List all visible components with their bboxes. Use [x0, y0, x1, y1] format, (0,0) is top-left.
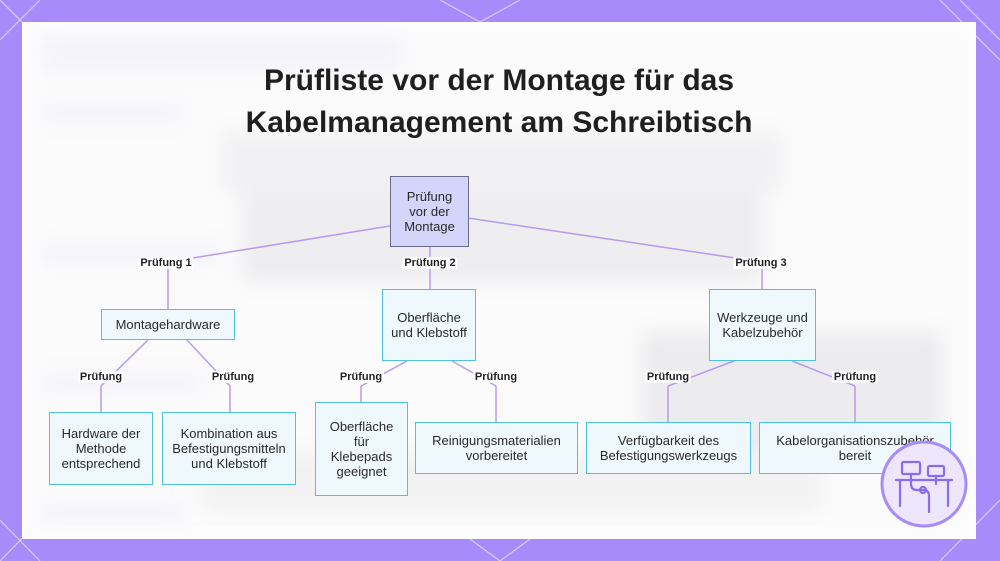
node-tl-tools-label: Verfügbarkeit des Befestigungswerkzeugs [599, 433, 738, 463]
node-root[interactable]: Prüfung vor der Montage [390, 176, 469, 247]
desk-cable-logo-icon [880, 440, 968, 528]
node-hardware[interactable]: Montagehardware [101, 309, 235, 340]
edge-label-tl-tools: Prüfung [644, 371, 692, 383]
node-tools[interactable]: Werkzeuge und Kabelzubehör [709, 289, 816, 361]
edge-label-hw-combo: Prüfung [209, 371, 257, 383]
node-root-label: Prüfung vor der Montage [404, 189, 455, 234]
node-surface[interactable]: Oberfläche und Klebstoff [382, 289, 476, 361]
node-hw-combo-label: Kombination aus Befestigungsmitteln und … [172, 426, 286, 471]
node-tools-label: Werkzeuge und Kabelzubehör [717, 310, 808, 340]
page-title: Prüfliste vor der Montage für das Kabelm… [22, 60, 976, 144]
diagram-card: Prüfliste vor der Montage für das Kabelm… [22, 22, 976, 539]
node-sf-pads[interactable]: Oberfläche für Klebepads geeignet [315, 402, 408, 496]
node-sf-cleaning[interactable]: Reinigungsmaterialien vorbereitet [415, 422, 578, 474]
edge-label-tl-organizer: Prüfung [831, 371, 879, 383]
edge-label-hw-method: Prüfung [77, 371, 125, 383]
edge-label-sf-pads: Prüfung [337, 371, 385, 383]
node-tl-tools[interactable]: Verfügbarkeit des Befestigungswerkzeugs [586, 422, 751, 474]
title-line-1: Prüfliste vor der Montage für das [263, 64, 735, 97]
node-hardware-label: Montagehardware [115, 317, 221, 332]
title-line-2: Kabelmanagement am Schreibtisch [245, 106, 753, 139]
node-hw-method[interactable]: Hardware der Methode entsprechend [49, 412, 153, 485]
edge-label-sf-cleaning: Prüfung [472, 371, 520, 383]
edge-root-hardware [167, 225, 391, 263]
node-tl-organizer-label: Kabelorganisationszubehör bereit [776, 433, 934, 463]
node-hw-method-label: Hardware der Methode entsprechend [61, 426, 141, 471]
edge-label-check-2: Prüfung 2 [402, 257, 458, 269]
edge-label-check-3: Prüfung 3 [733, 257, 789, 269]
edge-root-tools [467, 217, 763, 263]
node-hw-combo[interactable]: Kombination aus Befestigungsmitteln und … [162, 412, 296, 485]
node-surface-label: Oberfläche und Klebstoff [391, 310, 467, 340]
edge-label-check-1: Prüfung 1 [138, 257, 194, 269]
node-sf-pads-label: Oberfläche für Klebepads geeignet [329, 419, 394, 479]
node-sf-cleaning-label: Reinigungsmaterialien vorbereitet [432, 433, 561, 463]
